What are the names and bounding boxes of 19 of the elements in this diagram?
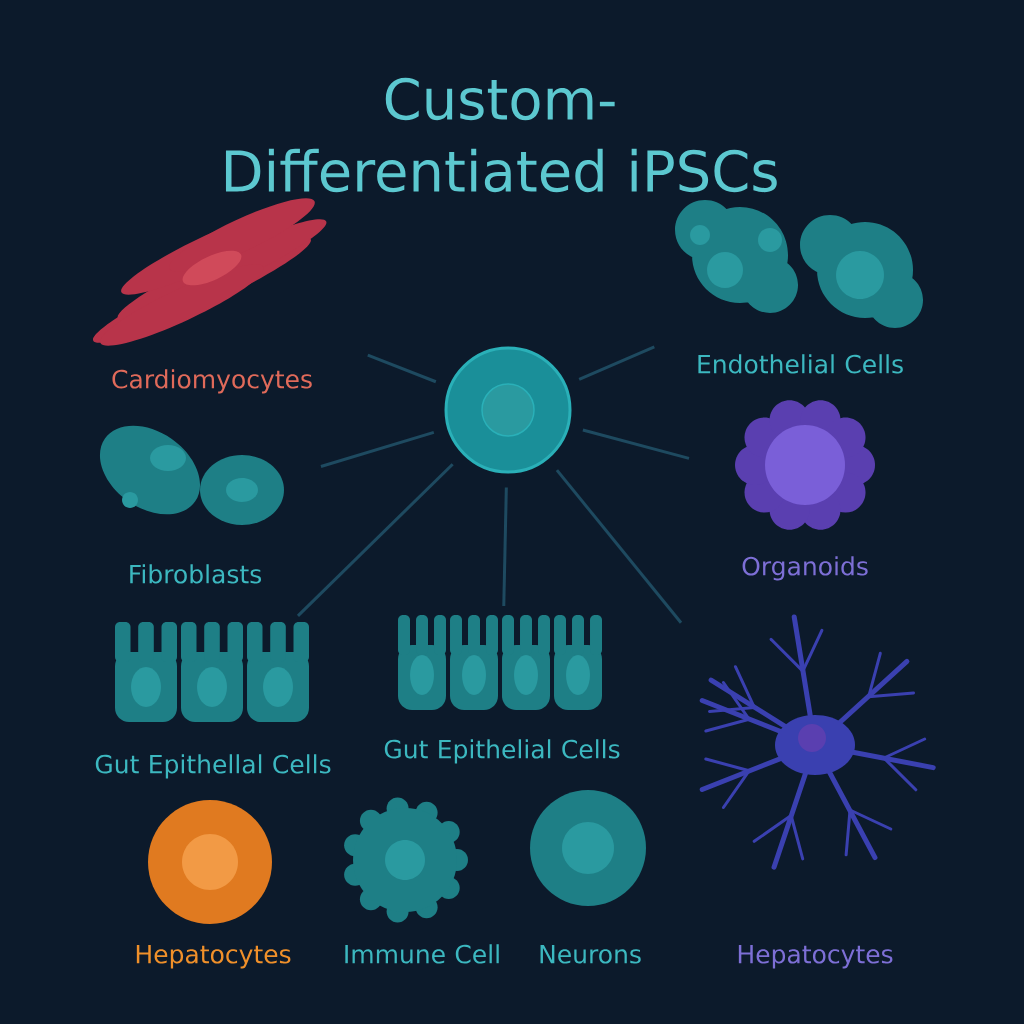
cell-label: Cardiomyocytes <box>112 369 312 394</box>
cell-label: Fibroblasts <box>130 564 261 584</box>
cell-label: Neurons <box>540 945 641 964</box>
connector-line <box>367 353 437 384</box>
cell-label: Hepatocytes <box>136 945 291 969</box>
cell-label: Endothelial Cells <box>698 354 903 374</box>
connector-line <box>296 463 454 617</box>
cell-label: Hepatocytes <box>738 945 893 969</box>
cell-label: Immune Cell <box>345 944 499 964</box>
connector-line <box>555 469 683 624</box>
title: Custom-Differentiated iPSCs <box>225 77 777 193</box>
stem-cell-drawing <box>444 346 572 474</box>
cell-label: Gut Epithelial Cells <box>384 739 620 764</box>
connector-line <box>320 430 435 468</box>
cell-label: Organoids <box>742 556 868 581</box>
connector-line <box>582 428 690 460</box>
connector-line <box>578 345 655 381</box>
connector-line <box>502 487 508 607</box>
cell-label: Gut Epithellal Cells <box>95 754 331 779</box>
